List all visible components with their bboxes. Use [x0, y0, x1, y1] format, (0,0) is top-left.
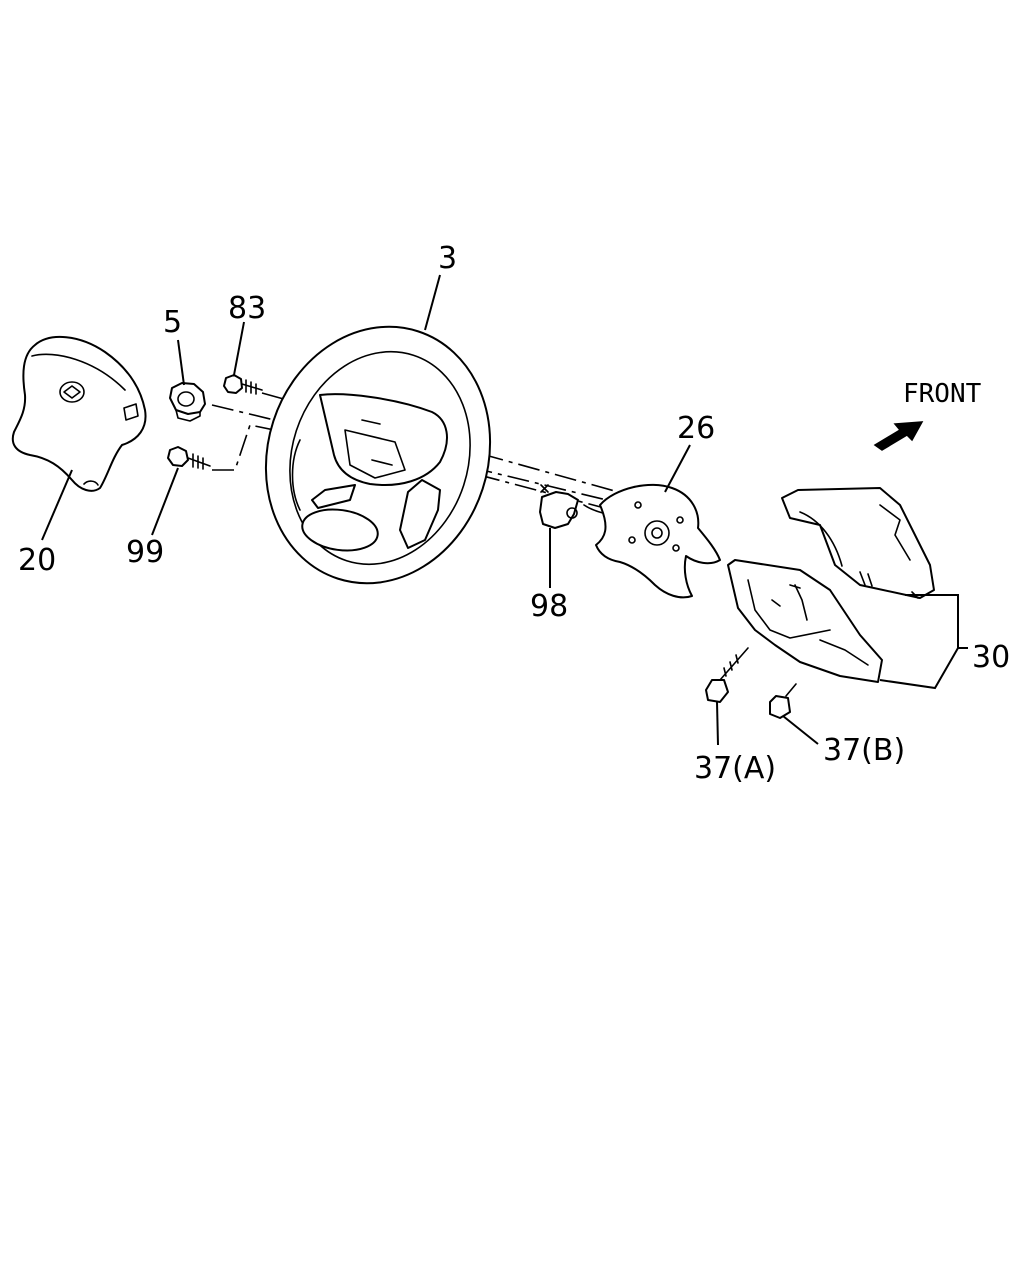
screw-37b	[769, 683, 797, 719]
callout-20: 20	[18, 543, 56, 578]
callout-37a: 37(A)	[694, 751, 776, 786]
bracket-98	[539, 484, 608, 529]
leader-lines	[41, 274, 968, 746]
callout-30: 30	[972, 640, 1010, 675]
callout-labels: 3 5 83 20 99 26 98 30 37(A) 37(B)	[18, 241, 1010, 786]
callout-5: 5	[163, 305, 182, 340]
airbag-pad	[11, 335, 147, 492]
callout-26: 26	[677, 411, 715, 446]
front-label: FRONT	[903, 379, 982, 409]
callout-3: 3	[438, 241, 457, 276]
screw-37a	[705, 647, 749, 703]
steering-wheel	[264, 325, 492, 585]
callout-99: 99	[126, 535, 164, 570]
nut	[169, 382, 206, 422]
callout-98: 98	[530, 589, 568, 624]
callout-37b: 37(B)	[823, 733, 905, 768]
screw-99	[167, 446, 211, 470]
cover-26	[595, 483, 721, 599]
screw-83	[223, 374, 263, 395]
column-cover-upper	[781, 487, 935, 599]
column-cover-lower	[727, 559, 883, 683]
callout-83: 83	[228, 291, 266, 326]
front-arrow-icon	[873, 421, 924, 451]
